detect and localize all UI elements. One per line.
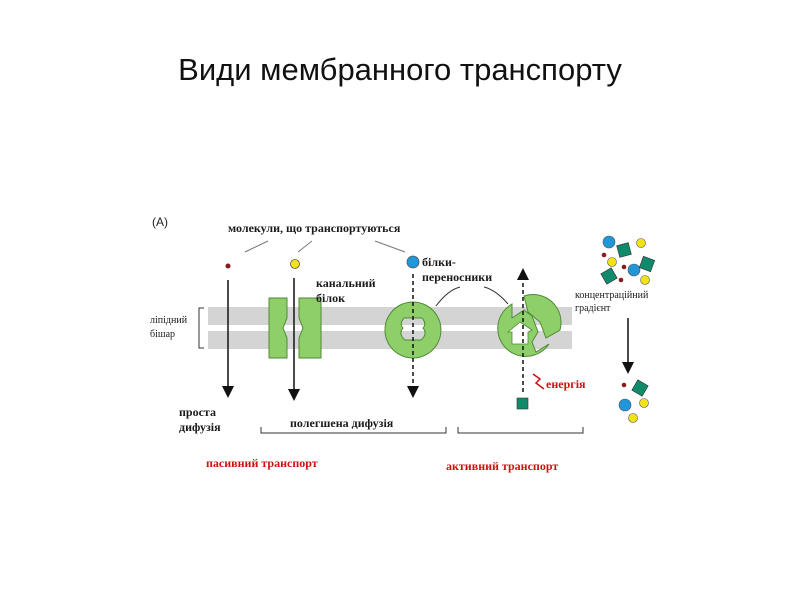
carrier-pointer-1 xyxy=(435,286,461,307)
low-concentration-cluster xyxy=(618,379,649,423)
gradient-label-line1: концентраційний xyxy=(575,290,649,301)
bilayer-label-line2: бішар xyxy=(150,329,175,340)
molecules-pointer-1 xyxy=(244,240,269,253)
simple-diffusion-label-line2: дифузія xyxy=(179,420,221,434)
high-concentration-cluster xyxy=(600,235,656,285)
channel-label-line1: канальний xyxy=(316,276,376,290)
bilayer-label-line1: ліпідний xyxy=(150,315,188,326)
molecule-teal-square xyxy=(516,397,529,410)
passive-transport-label: пасивний транспорт xyxy=(206,456,318,470)
molecules-pointer-3 xyxy=(374,240,406,253)
channel-label-line2: білок xyxy=(316,291,345,305)
carrier-protein-passive xyxy=(384,301,442,359)
channel-protein-left xyxy=(268,297,288,359)
molecule-yellow xyxy=(290,259,300,269)
energy-label: енергія xyxy=(546,377,586,391)
molecules-pointer-2 xyxy=(297,240,313,253)
channel-protein-right xyxy=(298,297,322,359)
molecules-label: молекули, що транспортуються xyxy=(228,221,401,235)
gradient-label-line2: градієнт xyxy=(575,303,611,314)
carrier-label-line1: білки- xyxy=(422,255,456,269)
bilayer-bracket xyxy=(198,307,204,349)
panel-label: (A) xyxy=(152,215,168,229)
carrier-protein-active-flap xyxy=(523,294,562,339)
facilitated-diffusion-label: полегшена дифузія xyxy=(290,416,394,430)
active-transport-label: активний транспорт xyxy=(446,459,558,473)
facilitated-bracket xyxy=(260,427,447,434)
pump-upward-arrow-shape xyxy=(506,321,533,345)
carrier-label-line2: переносники xyxy=(422,270,492,284)
energy-bolt-icon xyxy=(532,373,545,390)
active-bracket xyxy=(457,427,584,434)
small-molecule-red xyxy=(225,263,231,269)
slide-title: Види мембранного транспорту xyxy=(178,52,622,87)
molecule-blue xyxy=(406,255,420,269)
simple-diffusion-label-line1: проста xyxy=(179,405,216,419)
carrier-pointer-2 xyxy=(483,286,509,305)
